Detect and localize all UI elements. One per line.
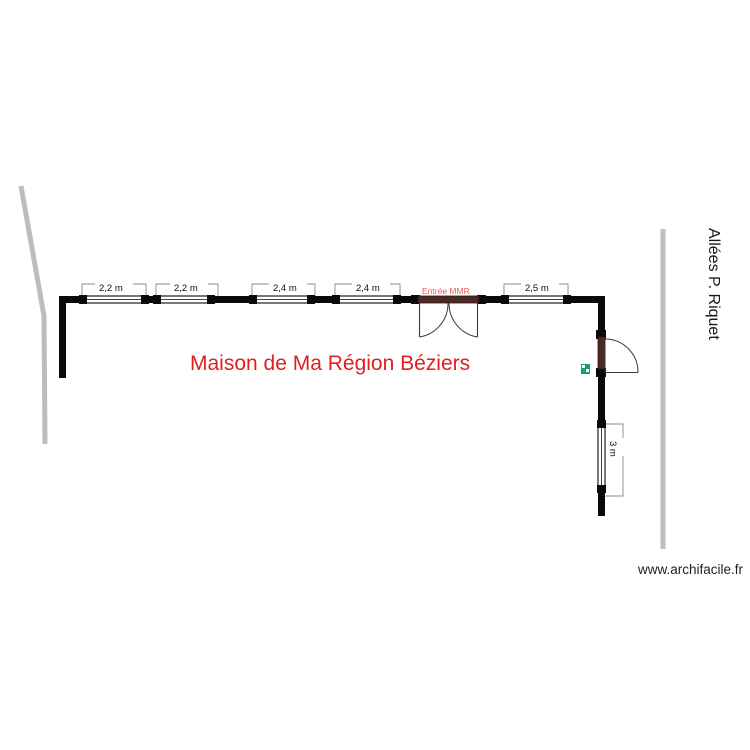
dimension-lines-top	[81, 283, 569, 296]
dimension-label-d3: 2,4 m	[273, 283, 297, 294]
street-label-allees-p-riquet: Allées P. Riquet	[705, 228, 722, 340]
windows	[79, 295, 606, 493]
watermark-archifacile: www.archifacile.fr	[638, 562, 744, 577]
walls	[59, 296, 605, 516]
dimension-label-d1: 2,2 m	[99, 283, 123, 294]
window-4	[332, 295, 401, 304]
window-3	[249, 295, 315, 304]
door-main-entrance[interactable]	[411, 295, 486, 338]
door-side[interactable]	[596, 330, 639, 377]
window-6	[597, 420, 606, 493]
window-2	[153, 295, 215, 304]
dimension-label-d4: 2,4 m	[356, 283, 380, 294]
dimension-label-d2: 2,2 m	[174, 283, 198, 294]
window-1	[79, 295, 149, 304]
page-title: Maison de Ma Région Béziers	[190, 352, 471, 375]
dimension-label-d6: 3 m	[607, 441, 618, 457]
street-guide-left	[18, 185, 48, 445]
dimension-label-d5: 2,5 m	[525, 283, 549, 294]
window-marker-icon	[581, 364, 590, 374]
window-5	[501, 295, 571, 304]
dimension-lines-right	[603, 423, 624, 497]
door-main-label: Entrée MMR	[422, 286, 470, 296]
